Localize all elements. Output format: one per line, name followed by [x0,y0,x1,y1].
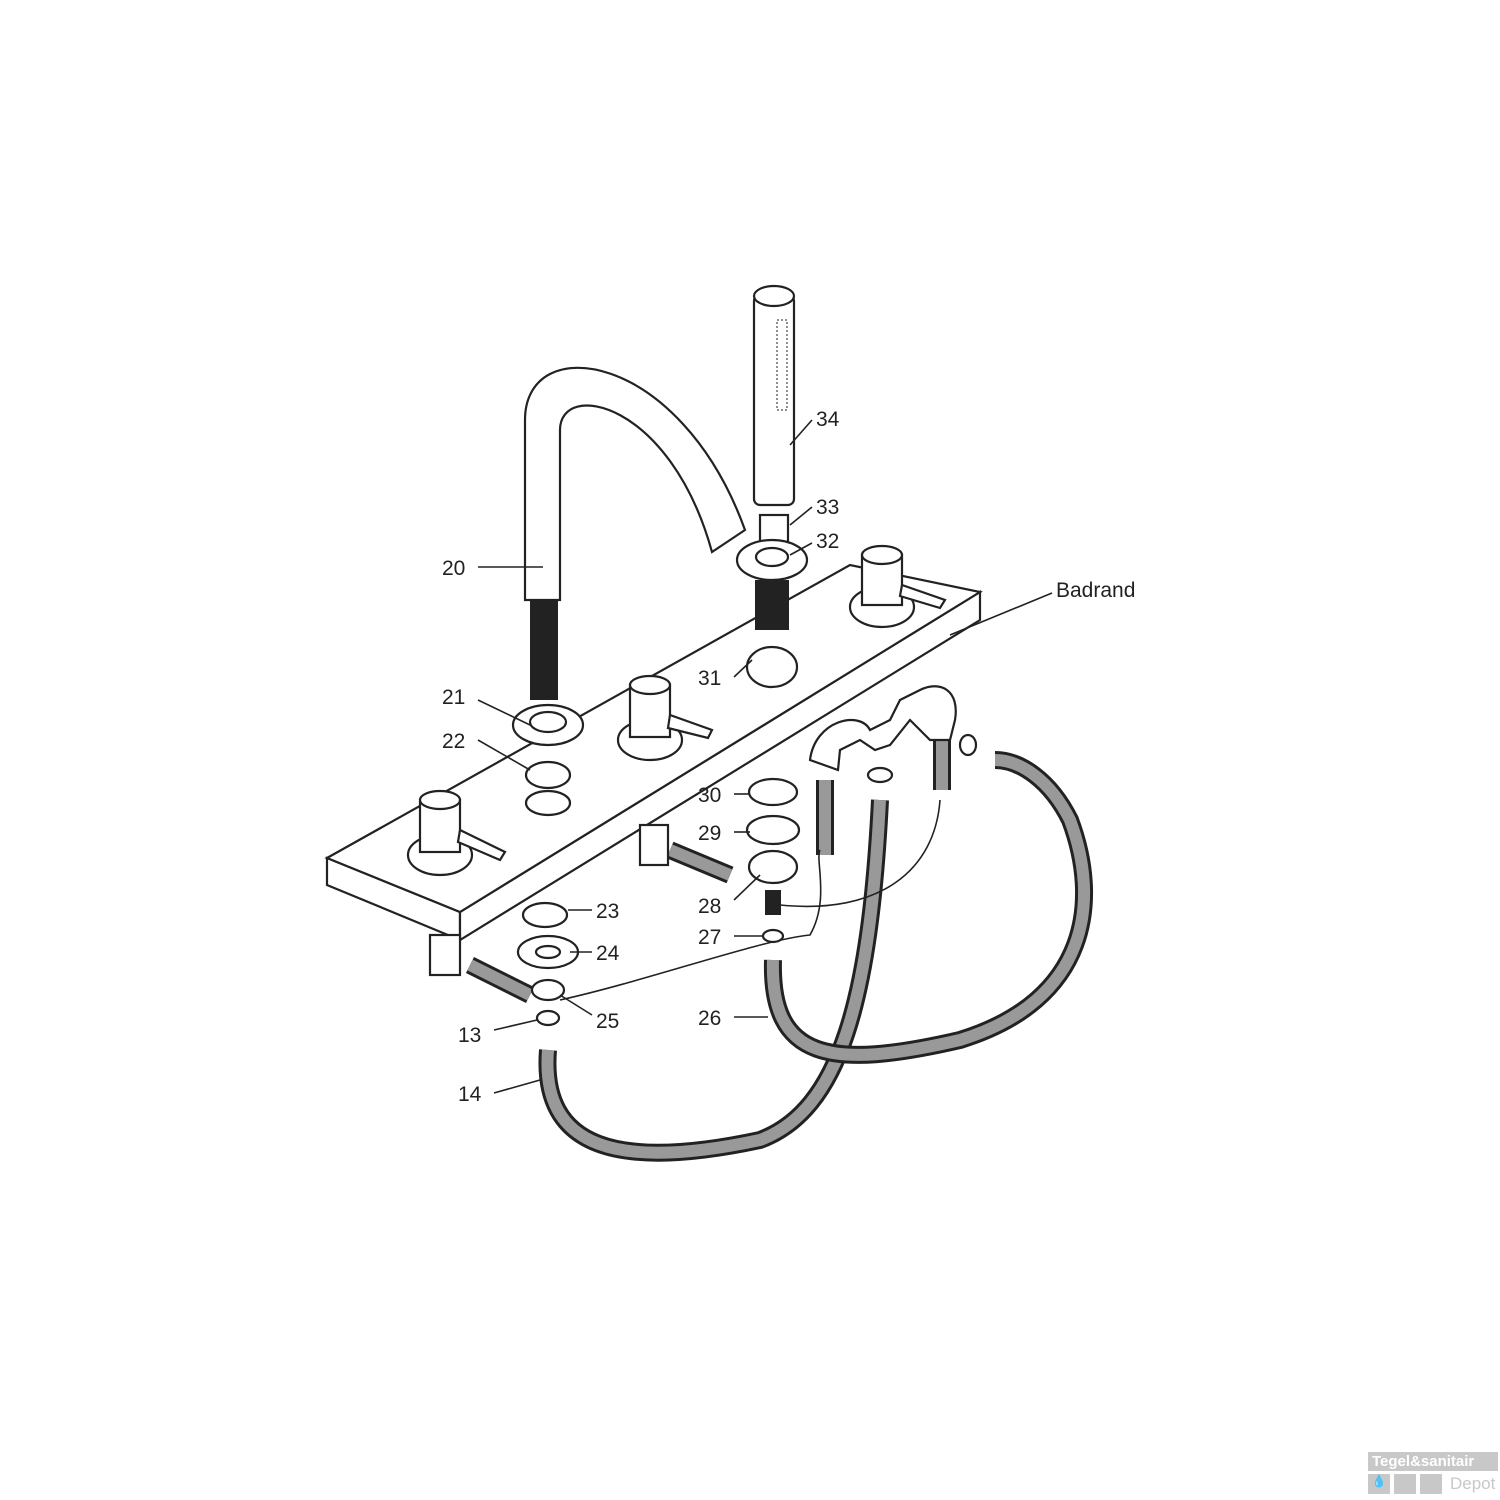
label-20: 20 [442,557,465,580]
logo-square [1394,1474,1416,1494]
label-29: 29 [698,822,721,845]
hoses [465,740,1094,1162]
label-30: 30 [698,784,721,807]
label-25: 25 [596,1010,619,1033]
label-22: 22 [442,730,465,753]
label-28: 28 [698,895,721,918]
watermark-brand: Tegel&sanitair [1368,1452,1498,1471]
label-31: 31 [698,667,721,690]
label-32: 32 [816,530,839,553]
label-34: 34 [816,408,840,431]
hand-shower [735,284,809,689]
watermark-depot: Depot [1450,1474,1496,1493]
label-24: 24 [596,942,620,965]
mixer-handles [406,544,947,877]
label-21: 21 [442,686,465,709]
label-26: 26 [698,1007,721,1030]
label-badrand: Badrand [1056,579,1135,602]
washers [516,685,978,1027]
logo-square [1420,1474,1442,1494]
spout [511,366,747,817]
label-14: 14 [458,1083,482,1106]
label-33: 33 [816,496,839,519]
watermark-logo: Tegel&sanitair 💧 Depot [1368,1452,1498,1494]
water-drop-icon: 💧 [1368,1474,1390,1494]
part-labels: 20 21 22 23 24 25 13 14 26 27 28 29 30 3… [442,408,1135,1106]
label-27: 27 [698,926,721,949]
label-13: 13 [458,1024,481,1047]
label-23: 23 [596,900,619,923]
